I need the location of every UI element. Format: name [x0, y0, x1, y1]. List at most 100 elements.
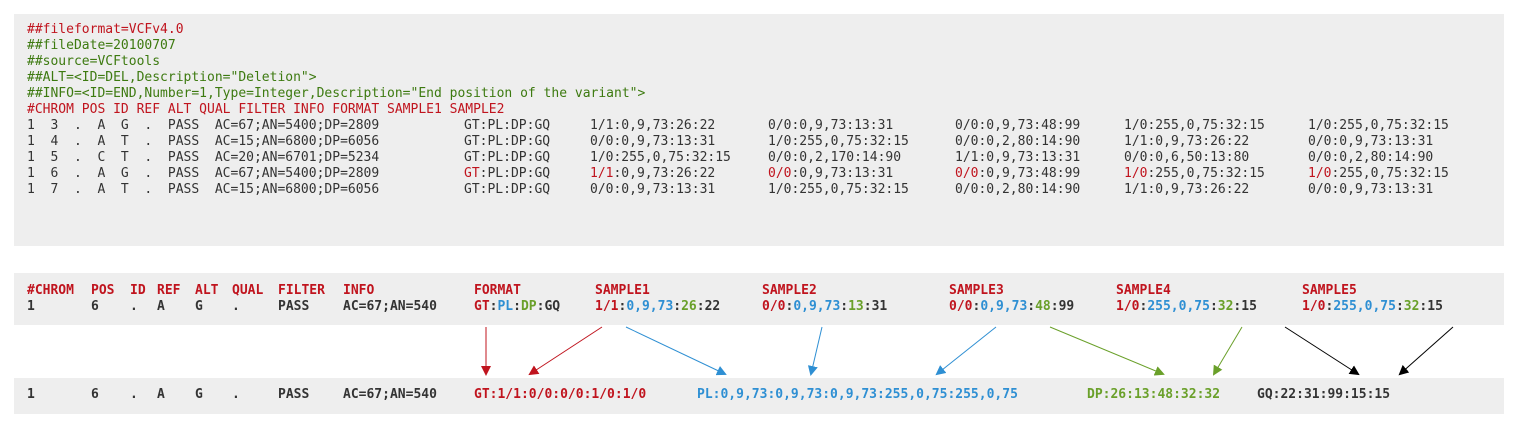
vcf-row-sample-5: 1/0:255,0,75:32:15: [1308, 166, 1449, 182]
val-chrom: 1: [27, 299, 35, 314]
sample-dp: 32: [1403, 299, 1420, 314]
sample-pl: 0,9,73: [793, 299, 841, 314]
hdr-filter: FILTER: [278, 283, 325, 298]
vcf-row-sample-1: 0/0:0,9,73:13:31: [590, 134, 716, 149]
vcf-row-sample-3: 0/0:0,9,73:48:99: [955, 166, 1080, 182]
sample-gt: 0/0: [949, 299, 973, 314]
sample-c3: :: [696, 299, 705, 314]
vcf-row-sample-5: 0/0:0,9,73:13:31: [1308, 134, 1434, 149]
sample-gt-highlight: 0/0: [955, 166, 979, 181]
out-ref: A: [157, 387, 165, 402]
vcf-row-fixed-cols: 1 3 . A G . PASS AC=67;AN=5400;DP=2809: [27, 118, 395, 133]
meta-line-1: ##fileformat=VCFv4.0: [27, 22, 184, 37]
vcf-row-sample-1: 1/1:0,9,73:26:22: [590, 166, 715, 182]
sample-rest: :0,9,73:13:31: [791, 166, 894, 181]
sample-dp: 48: [1035, 299, 1051, 314]
format-gt-highlight: GT: [464, 166, 480, 181]
arrow-sample3-dp: [1049, 326, 1165, 376]
sample-gq: 99: [1058, 299, 1075, 314]
sample-rest: :255,0,75:32:15: [1147, 166, 1265, 181]
vcf-row-fixed-cols: 1 5 . C T . PASS AC=20;AN=6701;DP=5234: [27, 150, 395, 165]
vcf-row-format: GT:PL:DP:GQ: [464, 182, 551, 197]
vcf-row-format: GT:PL:DP:GQ: [464, 118, 551, 133]
val-filter: PASS: [278, 299, 310, 314]
meta-line: ##fileformat=VCFv4.0: [27, 22, 184, 38]
sample-dp: 13: [848, 299, 864, 314]
hdr-sample1: SAMPLE1: [595, 283, 650, 298]
vcf-row-sample-1: 1/1:0,9,73:26:22: [590, 118, 716, 133]
vcf-row-format: GT:PL:DP:GQ: [464, 166, 550, 182]
restructured-record-panel: [14, 378, 1504, 414]
vcf-row-sample-4: 1/0:255,0,75:32:15: [1124, 118, 1265, 133]
hdr-sample5: SAMPLE5: [1302, 283, 1357, 298]
sample-c1: :: [972, 299, 981, 314]
sample-c2: :: [840, 299, 849, 314]
arrow-format-pl: [625, 326, 727, 376]
hdr-id: ID: [130, 283, 146, 298]
sample-c3: :: [1419, 299, 1428, 314]
vcf-row-sample-4: 1/1:0,9,73:26:22: [1124, 134, 1250, 149]
sample-pl: 0,9,73: [626, 299, 674, 314]
format-pl: PL: [497, 299, 514, 314]
vcf-row-sample-3: 0/0:0,2,80:14:90: [955, 182, 1081, 197]
meta-line-5: ##INFO=<ID=END,Number=1,Type=Integer,Des…: [27, 86, 646, 101]
sample-gt: 1/1: [595, 299, 619, 314]
hdr-sample3: SAMPLE3: [949, 283, 1004, 298]
sample-c1: :: [1325, 299, 1334, 314]
vcf-row-sample-2: 0/0:0,2,170:14:90: [768, 150, 902, 165]
sample-rest: :0,9,73:26:22: [613, 166, 716, 181]
hdr-chrom: #CHROM: [27, 283, 74, 298]
sample-gq: 15: [1241, 299, 1257, 314]
sample-c1: :: [618, 299, 627, 314]
sample-c2: :: [1395, 299, 1404, 314]
vcf-row-sample-2: 1/0:255,0,75:32:15: [768, 134, 909, 149]
hdr-sample2: SAMPLE2: [762, 283, 817, 298]
sample-gt: 1/0: [1302, 299, 1326, 314]
sample-gq: 15: [1427, 299, 1443, 314]
vcf-row-format: GT:PL:DP:GQ: [464, 150, 551, 165]
format-colon-1: :: [489, 299, 498, 314]
sample-rest: :0,9,73:48:99: [978, 166, 1081, 181]
sample-c2: :: [673, 299, 682, 314]
sample-gt: 1/0: [1116, 299, 1140, 314]
out-gq: GQ:22:31:99:15:15: [1257, 387, 1391, 402]
sample-c3: :: [1233, 299, 1242, 314]
meta-line-4: ##ALT=<ID=DEL,Description="Deletion">: [27, 70, 317, 85]
sample-pl: 255,0,75: [1333, 299, 1396, 314]
out-gt: GT:1/1:0/0:0/0:1/0:1/0: [474, 387, 647, 402]
sample-gq: 22: [704, 299, 721, 314]
meta-line-3: ##source=VCFtools: [27, 54, 161, 69]
vcf-row-fixed-cols: 1 6 . A G . PASS AC=67;AN=5400;DP=2809: [27, 166, 395, 181]
vcf-row-sample-4: 1/1:0,9,73:26:22: [1124, 182, 1250, 197]
arrow-sample2-pl: [807, 326, 823, 376]
hdr-alt: ALT: [195, 283, 219, 298]
val-format: GT:PL:DP:GQ: [474, 299, 560, 315]
vcf-row-sample-2: 1/0:255,0,75:32:15: [768, 182, 909, 197]
val-sample-2: 0/0:0,9,73:13:31: [762, 299, 887, 315]
vcf-row-sample-5: 0/0:0,9,73:13:31: [1308, 182, 1434, 197]
val-info: AC=67;AN=540: [343, 299, 437, 314]
sample-pl: 255,0,75: [1147, 299, 1210, 314]
vcf-row-sample-5: 1/0:255,0,75:32:15: [1308, 118, 1449, 133]
vcf-file-panel: [14, 14, 1504, 246]
out-dp: DP:26:13:48:32:32: [1087, 387, 1221, 402]
hdr-format: FORMAT: [474, 283, 521, 298]
vcf-row-format: GT:PL:DP:GQ: [464, 134, 551, 149]
sample-c1: :: [785, 299, 794, 314]
arrow-sample5-gq: [1398, 326, 1454, 376]
arrow-sample4-gq: [1284, 326, 1360, 376]
format-dp: DP: [520, 299, 537, 314]
sample-pl: 0,9,73: [980, 299, 1028, 314]
val-qual: .: [232, 299, 240, 314]
hdr-sample4: SAMPLE4: [1116, 283, 1171, 298]
sample-rest: :255,0,75:32:15: [1331, 166, 1449, 181]
hdr-ref: REF: [157, 283, 181, 298]
val-alt: G: [195, 299, 203, 314]
vcf-row-sample-1: 0/0:0,9,73:13:31: [590, 182, 716, 197]
val-sample-4: 1/0:255,0,75:32:15: [1116, 299, 1257, 315]
sample-gt-highlight: 1/0: [1308, 166, 1332, 181]
sample-gt-highlight: 0/0: [768, 166, 792, 181]
vcf-row-sample-2: 0/0:0,9,73:13:31: [768, 118, 894, 133]
format-gt: GT: [474, 299, 490, 314]
